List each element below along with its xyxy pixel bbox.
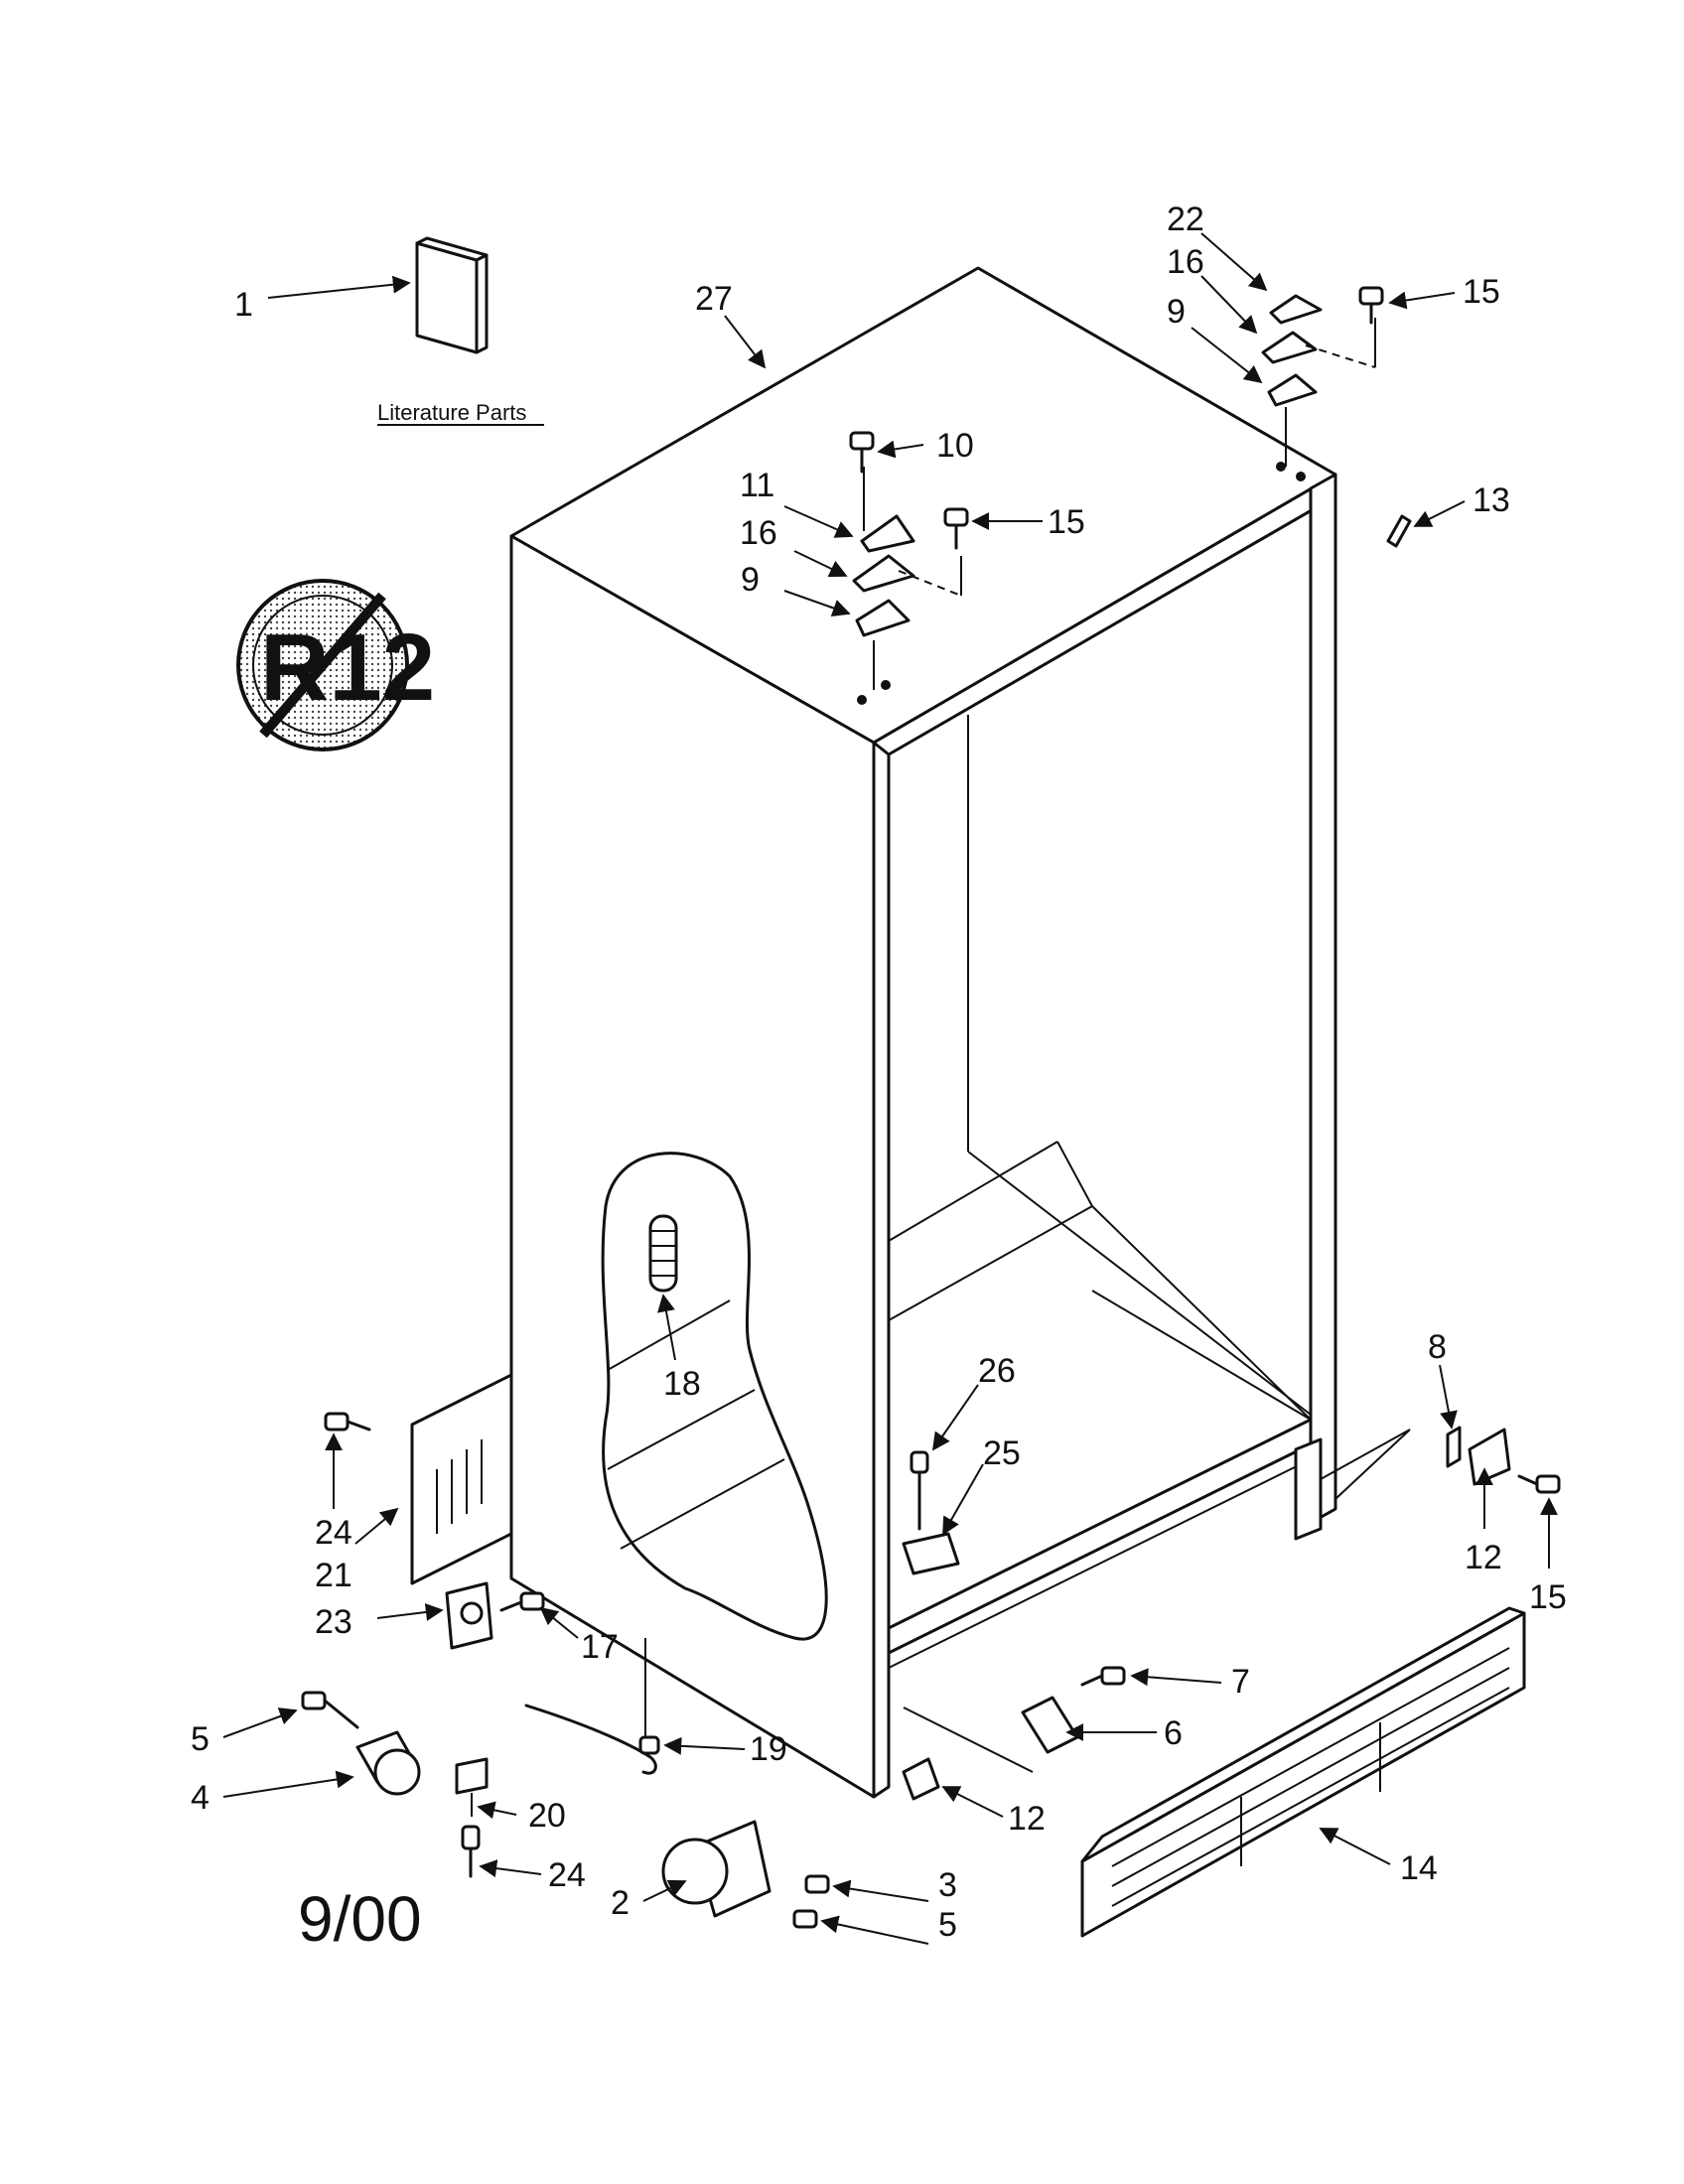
callout-12-right: 12 — [1465, 1539, 1502, 1576]
callout-15-bottom-right: 15 — [1529, 1578, 1567, 1616]
screw-10 — [849, 431, 875, 474]
cabinet — [509, 266, 1411, 1799]
callout-15-top-right: 15 — [1463, 273, 1500, 311]
callout-14: 14 — [1400, 1849, 1438, 1887]
callout-5-left: 5 — [191, 1720, 210, 1758]
screw-26 — [910, 1450, 929, 1531]
literature-parts-label: Literature Parts — [377, 400, 526, 425]
callout-7: 7 — [1231, 1663, 1250, 1701]
callout-8: 8 — [1428, 1328, 1447, 1366]
front-roller-2 — [661, 1820, 772, 1918]
tube-clamp-20 — [455, 1757, 489, 1817]
roller-bracket-23 — [445, 1581, 493, 1650]
callout-18: 18 — [663, 1365, 701, 1403]
callout-12-bottom: 12 — [1008, 1800, 1046, 1838]
callout-6: 6 — [1164, 1714, 1183, 1752]
top-hinge-left — [852, 467, 962, 705]
callout-10: 10 — [936, 427, 974, 465]
callout-15-top-left: 15 — [1048, 503, 1085, 541]
literature-booklet — [415, 236, 489, 354]
bracket-8-12 — [1446, 1426, 1511, 1486]
clip-13 — [1386, 514, 1412, 548]
callout-17: 17 — [581, 1628, 619, 1666]
rear-panel — [410, 1373, 513, 1585]
no-r12-badge: R12 — [236, 579, 435, 751]
screw-5-bottom — [792, 1909, 818, 1929]
callouts: 1 27 22 16 9 15 10 11 16 15 9 13 18 26 2… — [191, 201, 1567, 1944]
callout-16-top-right: 16 — [1167, 243, 1204, 281]
screw-17 — [499, 1591, 545, 1612]
toe-grille — [1080, 1606, 1526, 1938]
callout-24-bottom: 24 — [548, 1856, 586, 1894]
callout-23: 23 — [315, 1603, 352, 1641]
drain-tube-19 — [524, 1638, 660, 1775]
screw-5-left — [301, 1691, 359, 1729]
rear-roller-4 — [355, 1730, 421, 1796]
callout-27: 27 — [695, 280, 733, 318]
screw-15-left — [943, 507, 969, 550]
leveler-25 — [902, 1532, 960, 1575]
leader-lines — [222, 232, 1558, 1945]
drain-coil — [648, 1214, 678, 1293]
revision-date: 9/00 — [298, 1883, 422, 1955]
callout-2: 2 — [611, 1884, 630, 1922]
callout-9-top-left: 9 — [741, 561, 760, 599]
callout-4: 4 — [191, 1779, 210, 1817]
callout-26: 26 — [978, 1352, 1016, 1390]
screw-7 — [1080, 1666, 1126, 1687]
top-hinge-right — [1261, 294, 1376, 481]
callout-9-top-right: 9 — [1167, 293, 1186, 331]
callout-16-top-left: 16 — [740, 514, 777, 552]
screw-3 — [804, 1874, 830, 1894]
callout-3: 3 — [938, 1866, 957, 1904]
clip-6 — [1021, 1696, 1079, 1754]
callout-21: 21 — [315, 1557, 352, 1594]
screw-24-left — [324, 1412, 371, 1432]
callout-25: 25 — [983, 1434, 1021, 1472]
callout-19: 19 — [750, 1730, 787, 1768]
bracket-12-bottom — [902, 1757, 940, 1801]
callout-13: 13 — [1473, 481, 1510, 519]
screw-15-right — [1358, 286, 1384, 325]
callout-5-bottom: 5 — [938, 1906, 957, 1944]
callout-22: 22 — [1167, 201, 1204, 238]
screw-15-bottom-right — [1517, 1474, 1561, 1494]
callout-1: 1 — [234, 286, 253, 324]
callout-24-left: 24 — [315, 1514, 352, 1552]
callout-20: 20 — [528, 1797, 566, 1835]
screw-24-bottom — [461, 1825, 481, 1878]
callout-11: 11 — [740, 467, 774, 504]
